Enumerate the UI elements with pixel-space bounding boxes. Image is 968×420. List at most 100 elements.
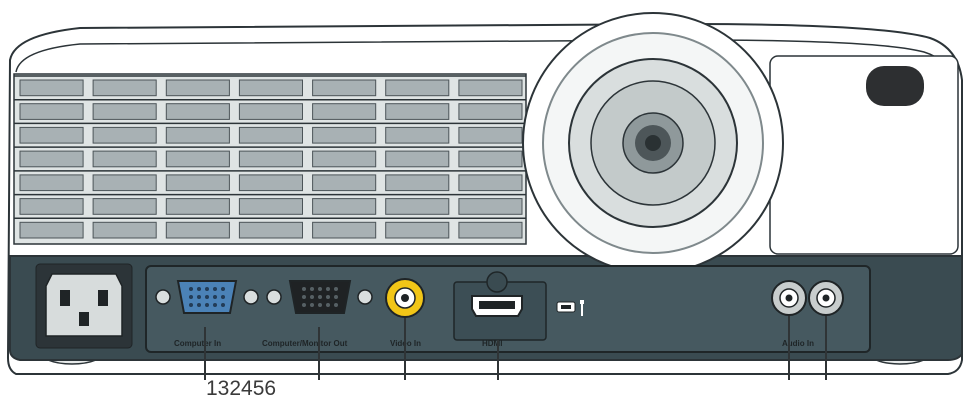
- vga-pin: [310, 287, 314, 291]
- lens-assembly: [522, 12, 784, 274]
- callout-leader-lines: [204, 316, 827, 380]
- ir-window: [866, 66, 924, 106]
- vent-slat: [92, 126, 157, 144]
- vent-slat: [458, 198, 523, 215]
- vent-slat: [385, 221, 450, 239]
- vga-pin: [302, 295, 306, 299]
- vent-slat: [458, 150, 523, 168]
- vent-slat: [238, 174, 303, 192]
- vga-pin: [205, 287, 209, 291]
- vga-pin: [326, 287, 330, 291]
- label-hdmi: HDMI: [482, 339, 502, 348]
- vent-slat: [458, 103, 523, 120]
- vent-slat: [312, 198, 377, 215]
- vent-slat: [385, 103, 450, 120]
- vent-slat: [312, 126, 377, 144]
- label-audio-in: Audio In: [782, 339, 814, 348]
- vga-pin: [334, 303, 338, 307]
- callout-number-label: 132456: [206, 377, 277, 400]
- vent-slat: [165, 103, 230, 120]
- vent-slat: [385, 150, 450, 168]
- vent-slat: [385, 198, 450, 215]
- side-panel: [769, 55, 959, 255]
- vga-pin: [221, 295, 225, 299]
- vent-slat: [238, 150, 303, 168]
- vent-slat: [238, 79, 303, 97]
- vent-slat: [385, 79, 450, 97]
- vga-pin: [197, 287, 201, 291]
- vent-slat: [385, 126, 450, 144]
- wrench-icon: [580, 300, 584, 316]
- vent-slat: [165, 221, 230, 239]
- computer-in-port[interactable]: [155, 280, 259, 314]
- vent-slat: [19, 198, 84, 215]
- vent-slat: [92, 150, 157, 168]
- vga-pin: [189, 303, 193, 307]
- vent-slat: [312, 221, 377, 239]
- vga-pin: [213, 303, 217, 307]
- vent-slat: [165, 126, 230, 144]
- vga-pin: [310, 303, 314, 307]
- vent-slat: [458, 174, 523, 192]
- vent-slat: [165, 174, 230, 192]
- vga-pin: [205, 295, 209, 299]
- vga-pin: [189, 287, 193, 291]
- vent-slat: [92, 221, 157, 239]
- vga-pin: [205, 303, 209, 307]
- vent-slat: [458, 126, 523, 144]
- label-computer-in: Computer In: [174, 339, 221, 348]
- vga-pin: [326, 303, 330, 307]
- vent-grille: [13, 73, 527, 245]
- vent-slat: [238, 126, 303, 144]
- vga-pin: [302, 303, 306, 307]
- vent-slat: [19, 126, 84, 144]
- vga-pin: [302, 287, 306, 291]
- vga-pin: [189, 295, 193, 299]
- vga-pin: [318, 287, 322, 291]
- vent-slat: [385, 174, 450, 192]
- hdmi-port[interactable]: [453, 271, 547, 341]
- vga-pin: [334, 295, 338, 299]
- mini-usb-icon[interactable]: [556, 301, 576, 313]
- vent-slat: [19, 174, 84, 192]
- vent-slat: [312, 150, 377, 168]
- vent-slat: [238, 221, 303, 239]
- power-inlet-icon: [35, 263, 133, 349]
- vga-pin: [326, 295, 330, 299]
- vga-pin: [310, 295, 314, 299]
- vent-slat: [458, 221, 523, 239]
- vent-slat: [92, 198, 157, 215]
- vent-slat: [238, 198, 303, 215]
- audio-in-port-right[interactable]: [808, 280, 844, 316]
- audio-in-port-left[interactable]: [771, 280, 807, 316]
- vga-pin: [221, 287, 225, 291]
- video-in-port[interactable]: [385, 278, 425, 318]
- vent-slat: [165, 150, 230, 168]
- vga-pin: [221, 303, 225, 307]
- label-computer-out: Computer/Monitor Out: [262, 339, 348, 348]
- vent-slat: [19, 103, 84, 120]
- vent-slat: [238, 103, 303, 120]
- vent-slat: [312, 103, 377, 120]
- vent-slat: [19, 79, 84, 97]
- vga-pin: [334, 287, 338, 291]
- vent-slat: [165, 79, 230, 97]
- vent-slat: [92, 79, 157, 97]
- vent-slat: [458, 79, 523, 97]
- vent-slat: [92, 174, 157, 192]
- vga-pin: [197, 295, 201, 299]
- vent-slat: [92, 103, 157, 120]
- vga-pin: [213, 287, 217, 291]
- vent-slat: [312, 174, 377, 192]
- vent-slat: [19, 150, 84, 168]
- vent-slat: [165, 198, 230, 215]
- vent-slat: [19, 221, 84, 239]
- computer-out-port[interactable]: [266, 280, 373, 314]
- vga-pin: [318, 303, 322, 307]
- vga-pin: [318, 295, 322, 299]
- vga-pin: [197, 303, 201, 307]
- vga-pin: [213, 295, 217, 299]
- vent-slat: [312, 79, 377, 97]
